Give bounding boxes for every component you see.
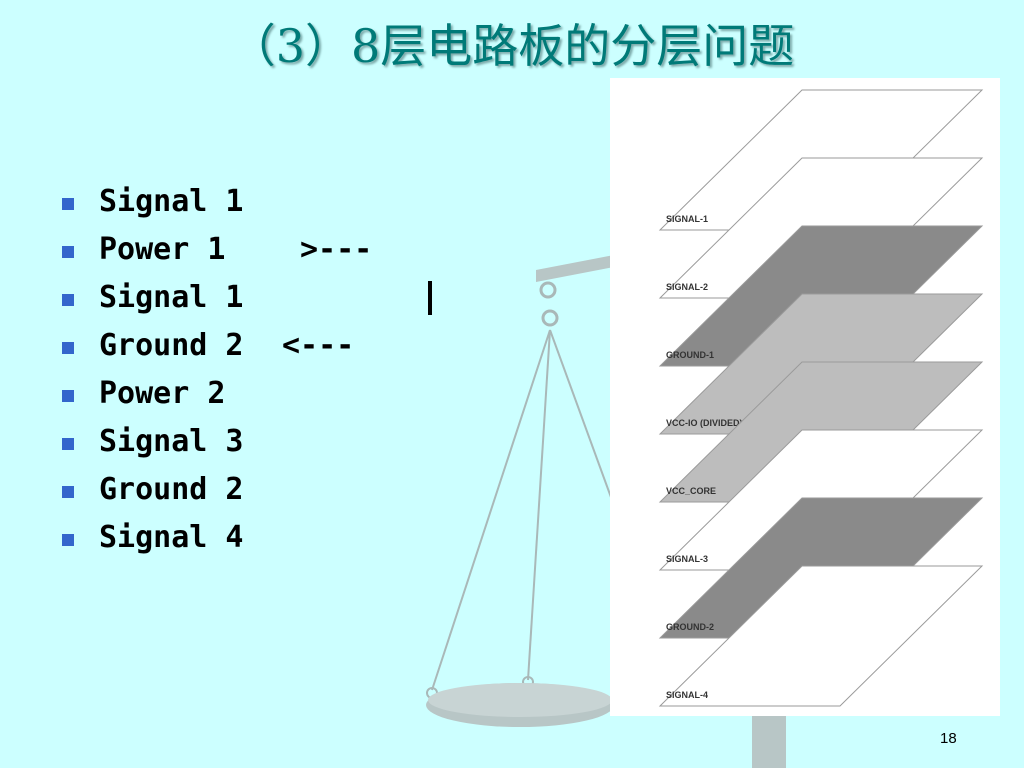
layer-label: SIGNAL-2	[666, 282, 708, 292]
bullet-square-icon	[62, 198, 74, 210]
layer-label: SIGNAL-4	[666, 690, 708, 700]
bullet-square-icon	[62, 294, 74, 306]
bullet-square-icon	[62, 390, 74, 402]
page-title: （3）8层电路板的分层问题	[229, 19, 795, 73]
layer-label: SIGNAL-3	[666, 554, 708, 564]
bullet-square-icon	[62, 438, 74, 450]
layer-label: GROUND-2	[666, 622, 714, 632]
page-number: 18	[940, 730, 957, 747]
bullet-square-icon	[62, 486, 74, 498]
arrow-right-annotation: >---	[300, 232, 373, 267]
arrow-left-annotation: <---	[282, 328, 355, 363]
layer-plane: SIGNAL-4	[658, 565, 984, 707]
bullet-square-icon	[62, 342, 74, 354]
bullet-square-icon	[62, 246, 74, 258]
bullet-square-icon	[62, 534, 74, 546]
layer-label: GROUND-1	[666, 350, 714, 360]
layer-label: SIGNAL-1	[666, 214, 708, 224]
vertical-connector-line	[428, 281, 432, 315]
layer-label: VCC-IO (DIVIDED)	[666, 418, 743, 428]
layer-label: VCC_CORE	[666, 486, 716, 496]
